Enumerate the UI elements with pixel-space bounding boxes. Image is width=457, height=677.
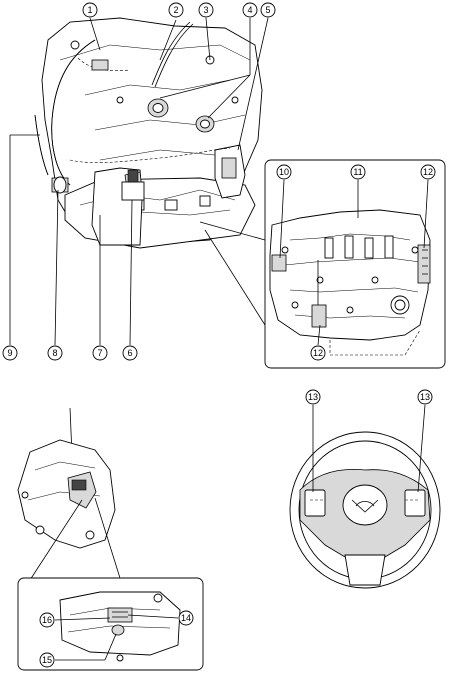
callout-13-left: 13: [305, 389, 321, 405]
callout-11: 11: [350, 164, 366, 180]
callout-markers: 1 2 3 4 5 6 7 8 9 10 11 12 12 13 13 14 1…: [2, 2, 436, 668]
shift-lever-assembly: [17, 407, 204, 671]
svg-text:1: 1: [87, 5, 92, 15]
callout-10: 10: [276, 164, 292, 180]
leader-lines: [9, 17, 429, 661]
callout-3: 3: [198, 2, 214, 18]
svg-text:9: 9: [7, 348, 12, 358]
callout-1: 1: [82, 2, 98, 18]
svg-text:2: 2: [173, 5, 178, 15]
callout-12-bottom: 12: [310, 345, 326, 361]
svg-text:14: 14: [181, 613, 191, 623]
callout-8: 8: [47, 345, 63, 361]
steering-wheel: [289, 431, 441, 589]
callout-9: 9: [2, 345, 18, 361]
svg-text:13: 13: [420, 392, 430, 402]
callout-12-right: 12: [420, 164, 436, 180]
svg-text:11: 11: [353, 167, 362, 177]
callout-16: 16: [39, 612, 55, 628]
callout-14: 14: [178, 610, 194, 626]
svg-text:5: 5: [265, 5, 270, 15]
callout-5: 5: [260, 2, 276, 18]
callout-13-right: 13: [417, 389, 433, 405]
transmission-assembly: [34, 17, 263, 249]
svg-text:3: 3: [203, 5, 208, 15]
callout-15: 15: [39, 652, 55, 668]
svg-text:7: 7: [97, 348, 102, 358]
svg-text:4: 4: [247, 5, 252, 15]
svg-text:13: 13: [308, 392, 318, 402]
callout-7: 7: [92, 345, 108, 361]
svg-text:15: 15: [42, 655, 52, 665]
callout-6: 6: [122, 345, 138, 361]
svg-text:16: 16: [42, 615, 52, 625]
svg-text:10: 10: [279, 167, 289, 177]
svg-text:8: 8: [52, 348, 57, 358]
callout-2: 2: [168, 2, 184, 18]
valve-body-inset: [199, 159, 446, 369]
svg-text:12: 12: [423, 167, 433, 177]
svg-text:6: 6: [127, 348, 132, 358]
svg-text:12: 12: [313, 348, 323, 358]
callout-4: 4: [242, 2, 258, 18]
